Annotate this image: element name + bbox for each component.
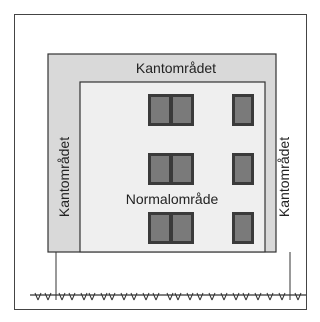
grass-tuft-icon <box>44 292 52 301</box>
grass-tuft-icon <box>108 292 116 301</box>
grass-tuft-icon <box>142 292 150 301</box>
grass-tuft-icon <box>254 292 262 301</box>
grass-row <box>34 292 302 301</box>
grass-tuft-icon <box>120 292 128 301</box>
grass-tuft-icon <box>186 292 194 301</box>
grass-tuft-icon <box>130 292 138 301</box>
edge-zone-top-label: Kantområdet <box>136 60 216 76</box>
grass-tuft-icon <box>232 292 240 301</box>
window-icon <box>148 212 194 244</box>
normal-zone-label: Normalområde <box>126 191 219 207</box>
grass-tuft-icon <box>278 292 286 301</box>
grass-tuft-icon <box>266 292 274 301</box>
grass-tuft-icon <box>174 292 182 301</box>
grass-tuft-icon <box>242 292 250 301</box>
window-icon <box>148 94 194 126</box>
grass-tuft-icon <box>80 292 88 301</box>
edge-zone-right-label: Kantområdet <box>276 137 292 217</box>
grass-tuft-icon <box>34 292 42 301</box>
grass-tuft-icon <box>88 292 96 301</box>
grass-tuft-icon <box>294 292 302 301</box>
window-icon <box>232 212 254 244</box>
grass-tuft-icon <box>166 292 174 301</box>
grass-tuft-icon <box>220 292 228 301</box>
window-icon <box>232 153 254 185</box>
grass-tuft-icon <box>58 292 66 301</box>
grass-tuft-icon <box>196 292 204 301</box>
edge-zone-left-label: Kantområdet <box>56 137 72 217</box>
grass-tuft-icon <box>208 292 216 301</box>
window-icon <box>232 94 254 126</box>
grass-tuft-icon <box>152 292 160 301</box>
window-icon <box>148 153 194 185</box>
grass-tuft-icon <box>100 292 108 301</box>
grass-tuft-icon <box>68 292 76 301</box>
